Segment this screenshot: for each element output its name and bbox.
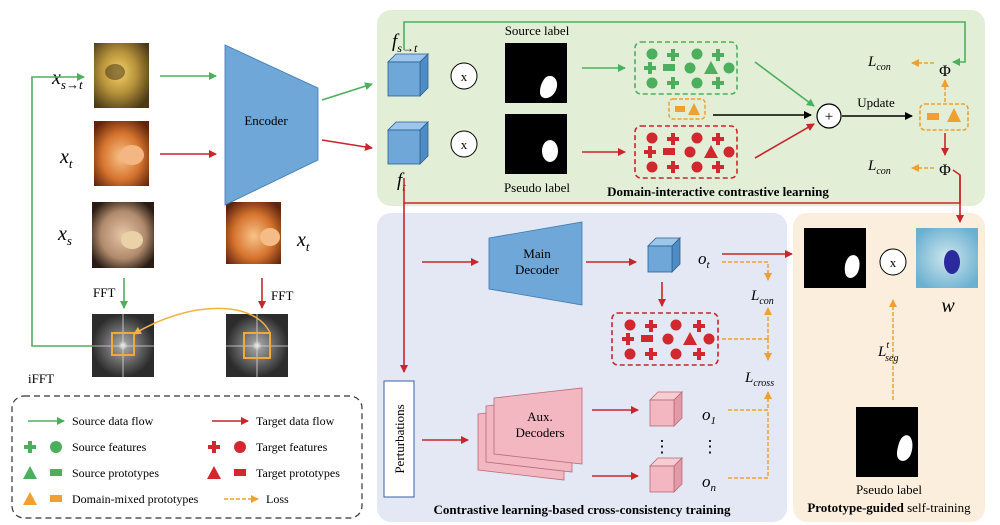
pseudo-label-text-bottom: Pseudo label [856,482,922,497]
legend-box [11,395,363,519]
label-xst: xs→t [51,67,83,92]
source-label-text: Source label [505,23,570,38]
aux-output-cube-1 [649,391,683,427]
section-title-blue: Contrastive learning-based cross-consist… [434,502,731,517]
main-output-cube [647,237,681,273]
phi-node-top: Φ [939,63,951,80]
multiply-op-source [450,62,478,90]
legend-mixed-prototypes: Domain-mixed prototypes [72,492,199,506]
label-fst: fs→t [392,31,418,55]
source-label-mask [505,43,567,103]
loss-lcon-top: Lcon [867,54,891,73]
mixed-prototype-box [919,103,969,131]
source-feature-loop [403,21,966,66]
legend-target-flow: Target data flow [256,414,335,428]
multiply-op-target [450,130,478,158]
plus-node [816,103,842,129]
label-o1: o1 [702,405,716,427]
multiply-op-st [879,248,907,276]
phi-node-bottom: Φ [939,162,951,179]
label-ot: ot [698,249,711,271]
update-label: Update [857,95,895,110]
feature-cube-fst [387,53,429,97]
decoder-target-feature-set [611,312,719,366]
svg-text:Perturbations: Perturbations [392,404,407,473]
main-decoder-block [488,221,583,306]
svg-text:x: x [461,137,468,152]
svg-text:x: x [461,69,468,84]
legend-source-prototypes: Source prototypes [72,466,159,480]
legend-source-flow: Source data flow [72,414,154,428]
aux-decoders-block [477,387,583,481]
label-xs: xs [57,223,72,248]
feature-cube-ft [387,121,429,165]
aux-output-cube-n [649,457,683,493]
target-feature-set [634,125,738,179]
mixed-prototype-small [668,98,706,120]
label-on: on [702,472,717,494]
svg-text:x: x [890,255,897,270]
aux-cube-ellipsis: ⋮ [654,437,671,456]
loss-lcon-middle: Lcon [750,288,774,307]
section-title-green: Domain-interactive contrastive learning [607,184,829,199]
label-xt-2: xt [296,229,310,254]
fft-left-label: FFT [93,285,115,300]
encoder-block [224,44,319,206]
loss-lcon-bottom: Lcon [867,158,891,177]
loss-lcross: Lcross [744,370,774,389]
svg-text:Main: Main [523,246,551,261]
legend-source-features: Source features [72,440,147,454]
legend-target-prototypes: Target prototypes [256,466,340,480]
amplitude-swap-arrow [133,307,271,335]
ifft-label: iFFT [28,371,54,386]
label-xt: xt [59,146,73,171]
pseudo-label-mask [505,114,567,174]
perturbations-block [383,380,415,498]
ifft-loop-arrow [31,73,92,347]
encoder-label: Encoder [244,113,288,128]
aux-label-ellipsis: ⋮ [702,437,719,456]
self-training-panel [793,213,985,522]
legend-target-features: Target features [256,440,328,454]
legend-loss: Loss [266,492,289,506]
svg-text:+: + [825,109,833,125]
svg-text:Decoders: Decoders [515,425,564,440]
source-feature-set [634,41,738,95]
svg-text:Decoder: Decoder [515,262,560,277]
pseudo-label-text-top: Pseudo label [504,180,570,195]
fft-right-label: FFT [271,288,293,303]
section-title-peach: Prototype-guided self-training [807,500,971,515]
svg-text:Aux.: Aux. [527,409,553,424]
label-w: w [941,295,955,317]
